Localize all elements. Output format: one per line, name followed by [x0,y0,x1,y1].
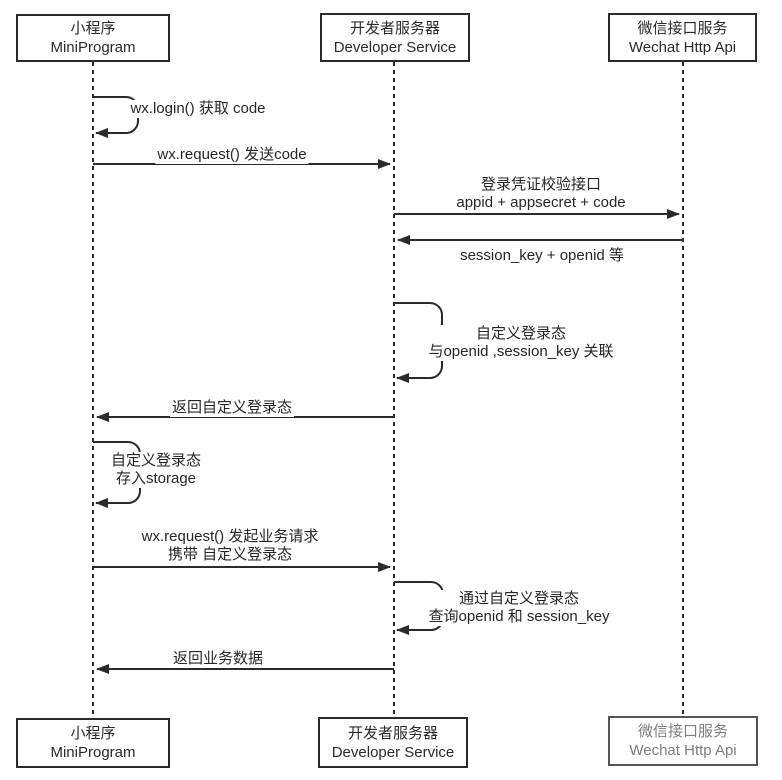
actor-name-zh: 微信接口服务 [637,19,728,37]
message-label-login-check: 登录凭证校验接口 appid + appsecret + code [454,176,628,212]
actor-box-developer-top: 开发者服务器 Developer Service [320,13,470,62]
message-text: 返回业务数据 [172,650,264,667]
message-text: 携带 自定义登录态 [167,546,293,563]
actor-box-wechat-top: 微信接口服务 Wechat Http Api [608,13,757,62]
message-text: 与openid ,session_key 关联 [428,343,614,360]
message-text: wx.login() 获取 code [130,100,266,117]
message-text: wx.request() 发起业务请求 [141,528,319,545]
message-text: session_key + openid 等 [460,247,624,264]
message-text: 登录凭证校验接口 [480,176,602,193]
actor-box-wechat-bottom: 微信接口服务 Wechat Http Api [608,716,758,766]
actor-name-zh: 微信接口服务 [637,723,728,740]
message-text: wx.request() 发送code [157,146,307,163]
actor-name-zh: 小程序 [70,20,116,37]
actor-name-en: Wechat Http Api [628,38,737,56]
message-label-query-openid: 通过自定义登录态 查询openid 和 session_key [426,590,612,626]
message-text: 自定义登录态 [110,452,202,469]
actor-name-zh: 小程序 [70,725,116,742]
actor-name-en: MiniProgram [50,744,136,761]
actor-name-en: Developer Service [331,743,455,761]
actor-box-developer-bottom: 开发者服务器 Developer Service [318,717,468,768]
actor-name-zh: 开发者服务器 [347,724,438,742]
message-label-store-storage: 自定义登录态 存入storage [108,452,204,488]
actor-name-en: Wechat Http Api [629,742,737,759]
message-label-send-code: wx.request() 发送code [155,146,309,164]
message-label-return-business-data: 返回业务数据 [170,650,266,668]
message-text: 查询openid 和 session_key [428,608,610,625]
actor-box-miniprogram-top: 小程序 MiniProgram [16,14,170,62]
actor-name-zh: 开发者服务器 [349,19,440,37]
actor-name-en: MiniProgram [50,39,136,56]
message-label-custom-login-state: 自定义登录态 与openid ,session_key 关联 [426,325,616,361]
actor-name-en: Developer Service [333,38,457,56]
message-label-session-key: session_key + openid 等 [458,247,626,265]
message-text: 自定义登录态 [475,325,566,342]
message-label-business-request: wx.request() 发起业务请求 携带 自定义登录态 [139,528,321,564]
message-text: 返回自定义登录态 [171,399,293,416]
message-label-return-login-state: 返回自定义登录态 [169,399,295,417]
message-text: 通过自定义登录态 [458,590,579,607]
actor-box-miniprogram-bottom: 小程序 MiniProgram [16,718,170,768]
message-label-wx-login: wx.login() 获取 code [128,100,268,118]
message-text: appid + appsecret + code [456,194,626,211]
message-text: 存入storage [115,470,197,487]
